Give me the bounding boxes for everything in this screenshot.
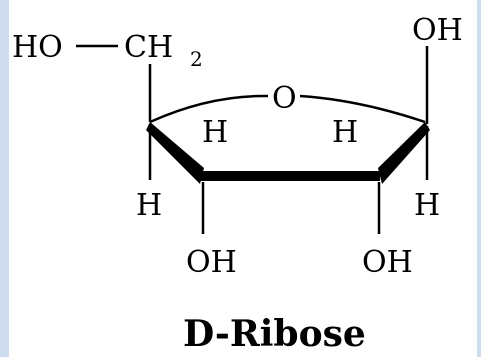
c4-h-down-label: H [136, 188, 162, 223]
c2-oh-label: OH [362, 245, 413, 280]
molecule-caption: D-Ribose [183, 313, 366, 355]
c1-h-up-label: H [332, 115, 358, 150]
c1-oh-label: OH [412, 13, 463, 48]
o-c1-bond [299, 94, 426, 124]
c4-o-bond [149, 94, 269, 124]
ring-oxygen-label: O [272, 81, 297, 116]
c4-c3-wedge-bond [146, 122, 204, 184]
c1-h-down-label: H [414, 188, 440, 223]
c3-oh-label: OH [186, 245, 237, 280]
c4-h-up-label: H [202, 115, 228, 150]
c2-c1-wedge-bond [378, 122, 430, 184]
ch2-subscript: 2 [190, 47, 203, 71]
ch2oh-ho-label: HO [12, 30, 63, 65]
ch2-label: CH [124, 30, 173, 65]
